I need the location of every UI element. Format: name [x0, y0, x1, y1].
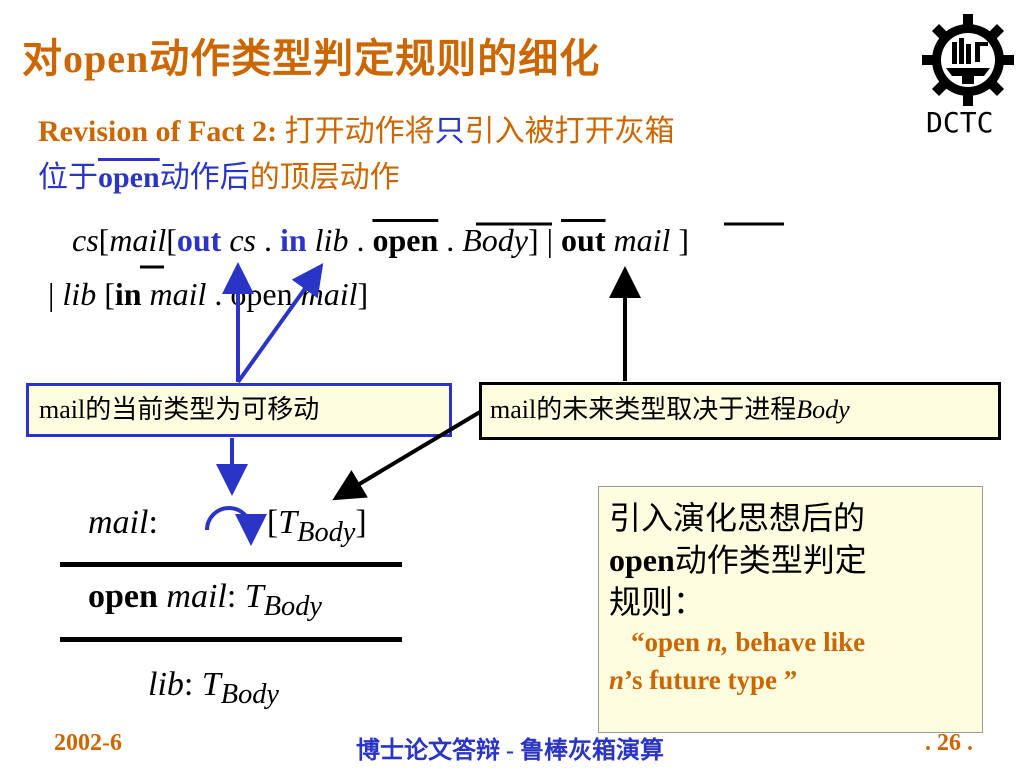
note-quote-line2: n’s future type ”: [609, 661, 972, 699]
var-mail2: mail: [605, 222, 671, 258]
callout-body: Body: [796, 395, 850, 424]
footer-page: . 26 .: [925, 730, 973, 756]
bracket: ]: [355, 504, 367, 541]
bracket: [: [96, 276, 115, 312]
var-cs: cs: [72, 222, 99, 258]
kw-out: out: [176, 222, 222, 258]
note-quote-line1: “open n, behave like: [609, 623, 972, 661]
var-mail: mail: [88, 504, 149, 541]
formula-line1: cs[mail[out cs . in lib . open . Body] |…: [72, 222, 689, 259]
var-lib: lib: [148, 666, 184, 703]
revision-label: Revision of Fact 2:: [38, 115, 278, 148]
subtitle-text-a: 打开动作将: [277, 115, 435, 148]
rule-premise: mail: [TBody]: [88, 504, 367, 549]
note-line2: open动作类型判定: [609, 539, 972, 581]
bracket: ]: [357, 276, 369, 312]
note-line2-zh: 动作类型判定: [674, 542, 867, 578]
gear-icon: [922, 14, 1014, 106]
bracket: ]: [527, 222, 539, 258]
evolution-arc-icon: [205, 506, 267, 546]
type-T: T: [278, 504, 298, 541]
type-sub: Body: [297, 516, 356, 548]
subtitle-line1: Revision of Fact 2: 打开动作将只引入被打开灰箱: [38, 106, 675, 150]
subtitle2-a: 位于: [38, 161, 98, 194]
kw-open: open: [372, 222, 439, 258]
type-T: T: [244, 578, 264, 615]
bracket: ]: [670, 222, 690, 258]
formula-line2: | lib [in mail . open mail]: [48, 276, 368, 313]
rule-conclusion: open mail: TBody: [88, 578, 322, 623]
quote-text: open: [644, 627, 707, 657]
note-box: 引入演化思想后的 open动作类型判定 规则： “open n, behave …: [598, 486, 983, 733]
arrow-to-out: [236, 262, 324, 384]
var-mail: mail: [109, 222, 167, 258]
quote-close: ”: [783, 665, 798, 695]
quote-text: ’s future type: [624, 665, 784, 695]
arrow-to-type: [332, 410, 482, 501]
title-prefix: 对: [22, 36, 63, 81]
quote-open: “: [631, 627, 645, 657]
subtitle-emphasis: 只: [434, 115, 465, 148]
dot: .: [438, 222, 463, 258]
quote-text: behave like: [728, 627, 866, 657]
footer-date: 2002-6: [54, 730, 122, 756]
callout-mail: mail: [39, 395, 86, 424]
var-body: Body: [462, 222, 528, 258]
callout-mail: mail: [490, 395, 537, 424]
dot: .: [206, 276, 231, 312]
kw-in: in: [114, 276, 142, 312]
subtitle2-open: open: [98, 161, 160, 194]
note-open: open: [609, 542, 675, 578]
dot: .: [255, 222, 280, 258]
kw-in: in: [279, 222, 307, 258]
type-T: T: [201, 666, 221, 703]
callout-future-type: mail的未来类型取决于进程Body: [479, 382, 1001, 440]
subtitle-line2: 位于open动作后的顶层动作: [38, 152, 400, 196]
page-title: 对open动作类型判定规则的细化: [22, 26, 600, 84]
dot: .: [348, 222, 373, 258]
subtitle-text-c: 引入被打开灰箱: [464, 115, 675, 148]
type-sub: Body: [220, 678, 279, 710]
title-suffix: 动作类型判定规则的细化: [149, 36, 601, 81]
parallel-bar: |: [48, 276, 63, 312]
colon: :: [148, 504, 158, 541]
subtitle2-c: 动作后: [159, 161, 250, 194]
callout-current-type: mail的当前类型为可移动: [26, 383, 452, 437]
callout-text: 的当前类型为可移动: [85, 395, 320, 424]
note-line3: 规则：: [609, 584, 706, 620]
callout-text: 的未来类型取决于进程: [536, 395, 797, 424]
rule-result: lib: TBody: [148, 666, 279, 711]
quote-n: n,: [706, 627, 729, 657]
kw-out2: out: [561, 222, 606, 258]
note-line1: 引入演化思想后的: [609, 500, 866, 536]
colon: :: [226, 578, 245, 615]
rule-line-top: [60, 562, 402, 567]
logo-text: DCTC: [926, 106, 994, 139]
parallel-bar: |: [538, 222, 562, 258]
var-cs2: cs: [221, 222, 256, 258]
var-mail: mail: [157, 578, 227, 615]
rule-line-bottom: [60, 637, 402, 642]
colon: :: [183, 666, 202, 703]
dctc-logo: [920, 12, 1016, 108]
bracket: [: [266, 504, 279, 541]
var-lib: lib: [306, 222, 349, 258]
type-sub: Body: [263, 590, 322, 622]
quote-n: n: [609, 665, 625, 695]
var-lib: lib: [62, 276, 97, 312]
kw-open: open: [88, 578, 158, 615]
footer-center: 博士论文答辩 - 鲁棒灰箱演算: [356, 738, 664, 764]
subtitle2-d: 的顶层动作: [249, 161, 400, 194]
title-open: open: [63, 36, 150, 81]
var-mail: mail: [141, 276, 207, 312]
bracket: [: [98, 222, 110, 258]
bracket: [: [166, 222, 177, 258]
